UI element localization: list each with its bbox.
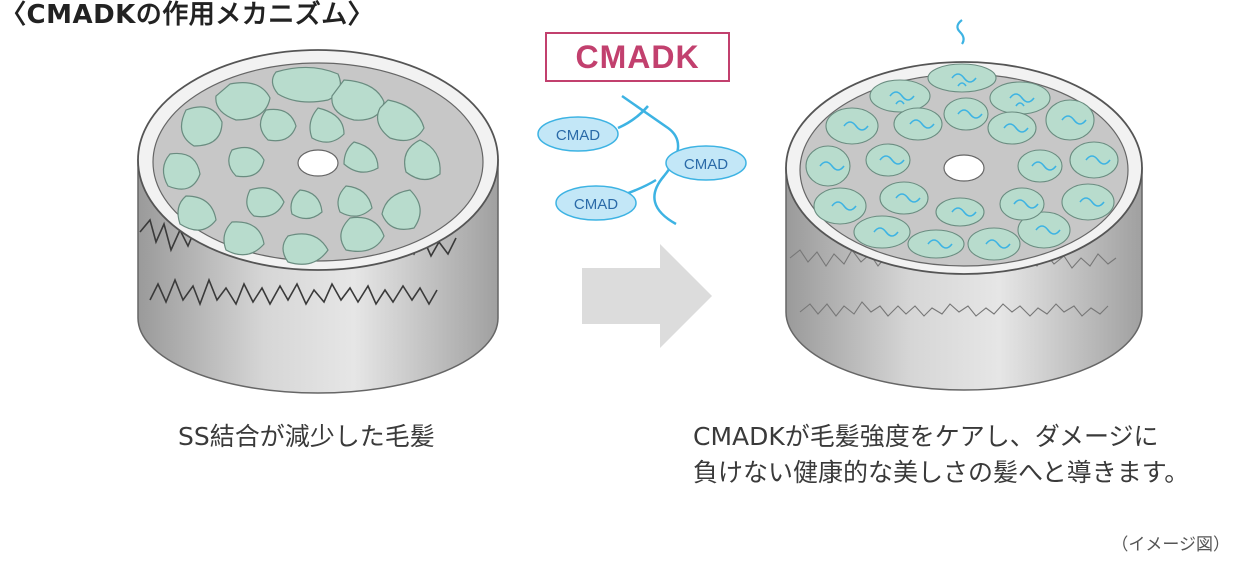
transition-arrow [582,244,712,348]
diagram-heading: 〈CMADKの作用メカニズム〉 [0,0,375,30]
cmad-label: CMAD [684,156,728,173]
image-note: （イメージ図） [1111,535,1230,555]
cuticle-crack-line [149,277,438,307]
medulla-core [943,154,985,182]
cortex-cells [162,66,441,265]
cmadk-badge: CMADK [545,32,730,82]
cmad-fibers [819,73,1111,249]
cmad-molecule: CMAD CMAD CMAD [537,94,747,226]
caption-line: 負けない健康的な美しさの髪へと導きます。 [693,458,1190,487]
damaged-hair-cross-section [137,49,499,394]
medulla-core [297,149,339,177]
repaired-hair-cross-section [785,19,1143,391]
caption-damaged-hair: SS結合が減少した毛髪 [178,422,435,451]
cmad-label: CMAD [556,127,600,144]
caption-repaired-hair: CMADKが毛髪強度をケアし、ダメージに 負けない健康的な美しさの髪へと導きます… [693,419,1189,491]
cmad-label: CMAD [574,196,618,213]
cortex-cells [805,63,1119,261]
caption-line: CMADKが毛髪強度をケアし、ダメージに [693,422,1159,451]
